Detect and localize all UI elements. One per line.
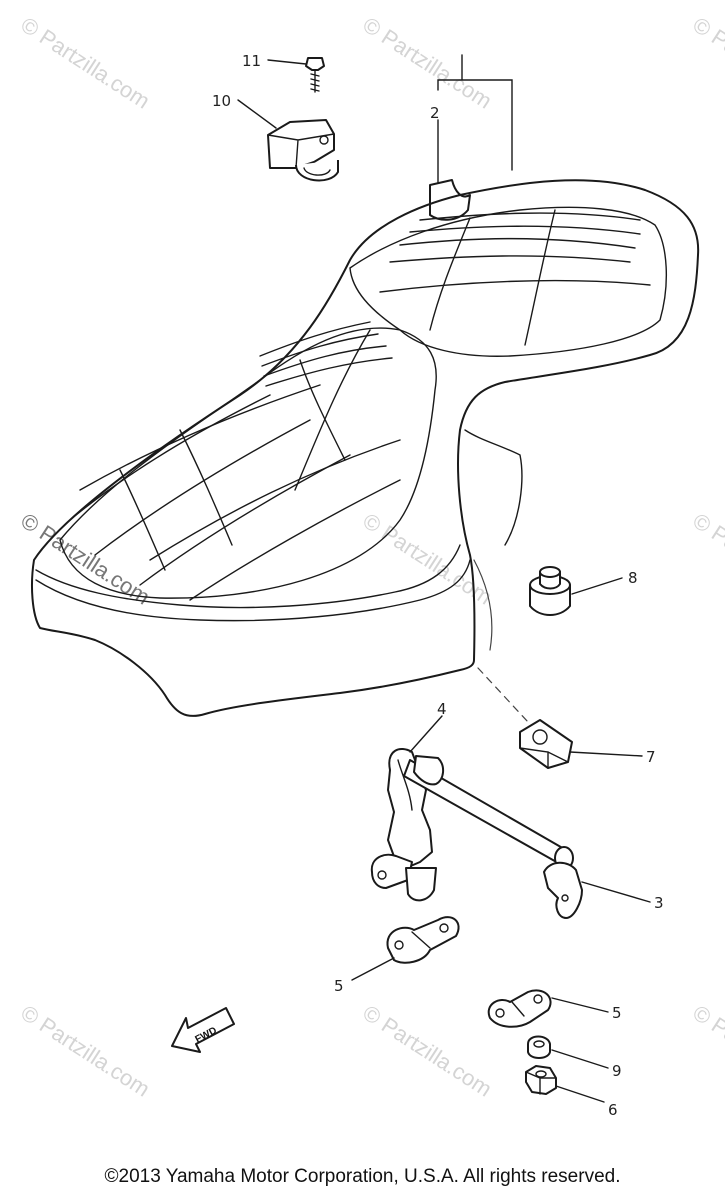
- part-2-leader: [437, 54, 513, 184]
- callout-3: 3: [654, 894, 664, 912]
- seat-lock-part-10[interactable]: [267, 119, 339, 182]
- plate-part-5-left[interactable]: [386, 916, 460, 964]
- washer-part-9[interactable]: [527, 1035, 551, 1059]
- callout-9: 9: [612, 1062, 622, 1080]
- part-7-leader: [569, 751, 643, 757]
- part-5-left-leader: [351, 957, 395, 981]
- callout-5-right: 5: [612, 1004, 622, 1022]
- callout-10: 10: [212, 92, 231, 110]
- callout-8: 8: [628, 569, 638, 587]
- screw-part-11[interactable]: [305, 57, 325, 93]
- seat-to-clip-guide: [477, 667, 529, 723]
- seat-assembly[interactable]: [31, 179, 700, 717]
- part-9-leader: [551, 1049, 609, 1069]
- nut-part-6[interactable]: [525, 1065, 557, 1095]
- clip-part-7[interactable]: [519, 719, 573, 769]
- callout-4: 4: [437, 700, 447, 718]
- seat-rod-part-3[interactable]: [403, 755, 583, 919]
- callout-11: 11: [242, 52, 261, 70]
- callout-6: 6: [608, 1101, 618, 1119]
- callout-2: 2: [430, 104, 440, 122]
- callout-7: 7: [646, 748, 656, 766]
- plate-part-5-right[interactable]: [487, 989, 552, 1028]
- part-3-leader: [581, 881, 651, 903]
- callout-5-left: 5: [334, 977, 344, 995]
- copyright-notice: ©2013 Yamaha Motor Corporation, U.S.A. A…: [104, 1166, 621, 1187]
- part-6-leader: [555, 1085, 605, 1103]
- part-8-leader: [571, 577, 623, 595]
- part-10-leader: [237, 99, 277, 129]
- part-4-leader: [409, 715, 443, 753]
- forward-arrow-icon: FWD: [171, 1007, 235, 1053]
- damper-part-8[interactable]: [529, 566, 571, 616]
- part-11-leader: [267, 59, 307, 65]
- part-5-right-leader: [551, 997, 609, 1013]
